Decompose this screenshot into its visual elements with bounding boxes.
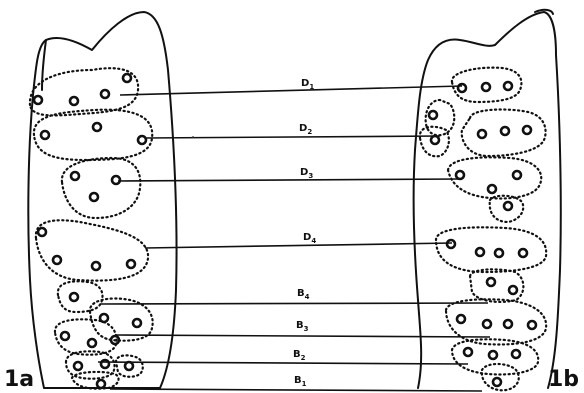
zone-label-b1: B1 [294, 375, 307, 388]
zone-outlines-1a [30, 68, 153, 389]
connector-d3 [118, 179, 462, 181]
connector-b2 [98, 362, 468, 364]
scan-speck [192, 136, 194, 138]
panel-label-1b: 1b [548, 367, 579, 392]
zone-label-d4: D4 [303, 232, 316, 245]
panel-label-1a: 1a [4, 367, 34, 392]
connector-b1 [110, 389, 482, 391]
cell-markers-1b [429, 82, 536, 386]
connector-b4 [100, 303, 488, 304]
zone-label-d2: D2 [299, 123, 312, 136]
connector-b3 [115, 335, 490, 337]
zone-label-b3: B3 [296, 320, 309, 333]
zone-label-b2: B2 [293, 349, 306, 362]
tooth-outline-1a [28, 12, 176, 388]
zone-label-d3: D3 [300, 167, 313, 180]
zone-outlines-1b [420, 68, 546, 391]
connector-d2 [145, 136, 440, 138]
connector-d1 [120, 86, 462, 95]
zone-label-b4: B4 [297, 288, 310, 301]
connector-d4 [145, 243, 452, 248]
zone-label-d1: D1 [301, 78, 314, 91]
zone-labels: D1 D2 D3 D4 B4 B3 B2 B1 [293, 78, 316, 388]
